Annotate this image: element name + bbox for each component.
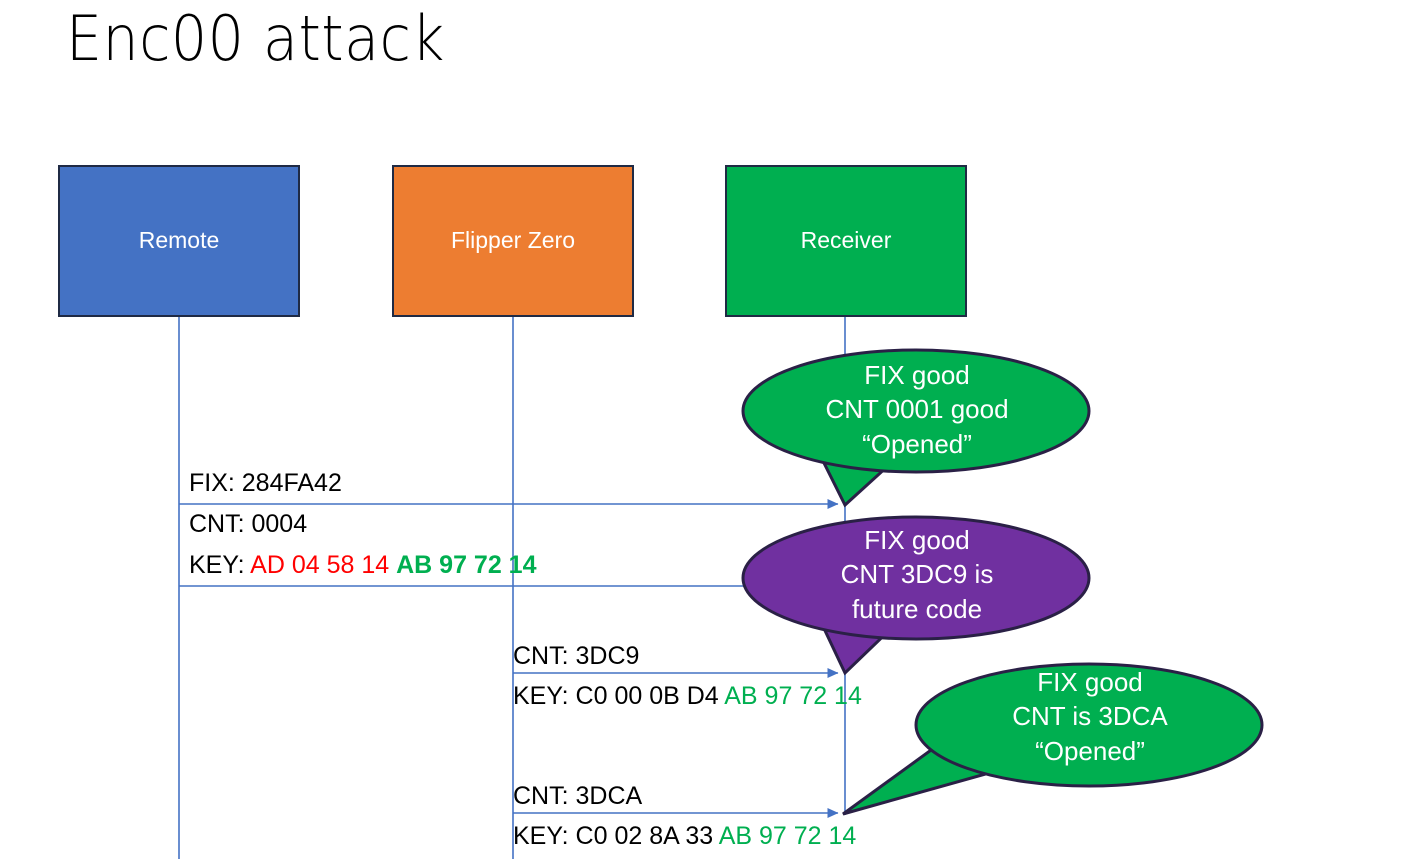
key-prefix: KEY: C0 00 0B D4 [513,682,725,710]
actor-label-remote: Remote [138,227,220,254]
key-green-bytes: AB 97 72 14 [718,822,857,850]
message-label-cnt-3dca: CNT: 3DCA [513,782,643,810]
message-label-cnt-3dc9: CNT: 3DC9 [513,642,640,670]
key-red-bytes: AD 04 58 14 [250,551,397,579]
message-label-cnt-0004: CNT: 0004 [189,510,308,538]
bubble-2-ellipse [741,515,1091,641]
key-green-bytes: AB 97 72 14 [724,682,862,710]
speech-bubble-1 [741,348,1091,508]
actor-box-remote[interactable]: Remote [58,165,300,317]
bubble-1-ellipse [741,348,1091,474]
actor-box-flipper[interactable]: Flipper Zero [392,165,634,317]
message-label-key-3dc9: KEY: C0 00 0B D4 AB 97 72 14 [513,684,862,709]
key-prefix: KEY: [189,551,251,579]
actor-label-flipper: Flipper Zero [451,227,575,254]
speech-bubble-2 [741,515,1091,676]
message-label-fix: FIX: 284FA42 [189,469,342,497]
key-prefix: KEY: C0 02 8A 33 [513,822,719,850]
actor-box-receiver[interactable]: Receiver [725,165,967,317]
message-label-key-remote: KEY: AD 04 58 14 AB 97 72 14 [189,553,536,578]
page-title: Enc00 attack [66,2,445,75]
message-label-key-3dca: KEY: C0 02 8A 33 AB 97 72 14 [513,824,856,849]
speech-bubble-3 [842,662,1264,816]
bubble-3-ellipse [914,662,1264,788]
key-green-bytes: AB 97 72 14 [396,551,537,579]
actor-label-receiver: Receiver [800,227,892,254]
